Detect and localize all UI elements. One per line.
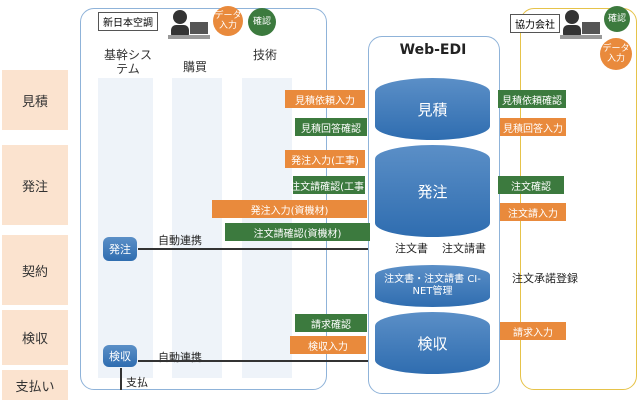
- contract-doc-order: 注文書: [395, 242, 428, 255]
- confirm-badge: 確認: [248, 8, 276, 36]
- payment-label: 支払: [126, 376, 148, 389]
- data-input-badge: データ入力: [213, 6, 243, 36]
- db-estimate: 見積: [375, 78, 490, 140]
- partner-panel: [520, 8, 637, 390]
- partner-staff-icon: [560, 8, 602, 46]
- web-edi-title: Web-EDI: [399, 42, 467, 58]
- phase-inspection: 検収: [2, 310, 68, 365]
- arrow-inspection-input: 検収入力: [290, 336, 366, 354]
- arrow-estimate-request-check: 見積依頼確認: [498, 90, 566, 108]
- auto-link-label-2: 自動連携: [158, 351, 202, 364]
- arrow-invoice-input: 請求入力: [500, 322, 566, 340]
- lane-core: [98, 78, 153, 378]
- arrow-order-accept-input: 注文請入力: [500, 203, 566, 221]
- phase-order: 発注: [2, 145, 68, 225]
- db-contract: 注文書・注文請書 CI-NET管理: [375, 265, 490, 307]
- arrow-estimate-request: 見積依頼入力: [285, 90, 365, 108]
- core-inspection-box: 検収: [103, 345, 137, 367]
- partner-confirm-badge: 確認: [604, 6, 630, 32]
- arrow-estimate-reply-check: 見積回答確認: [295, 118, 367, 136]
- db-order: 発注: [375, 145, 490, 237]
- col-purchase: 購買: [182, 60, 207, 74]
- web-edi-panel: [368, 36, 500, 394]
- arrow-order-input-work: 発注入力(工事): [285, 150, 365, 168]
- lane-purchase: [172, 78, 222, 378]
- company-panel: [80, 8, 327, 390]
- partner-name: 協力会社: [510, 14, 560, 33]
- auto-link-line-2: [138, 360, 368, 362]
- arrow-order-accept-check-material: 注文請確認(資機材): [225, 223, 370, 241]
- payment-line: [120, 368, 122, 390]
- phase-contract: 契約: [2, 235, 68, 305]
- arrow-order-accept-check-work: 注文請確認(工事): [290, 176, 368, 194]
- db-inspection: 検収: [375, 312, 490, 374]
- contract-register-label: 注文承諾登録: [512, 272, 578, 285]
- arrow-estimate-reply-input: 見積回答入力: [500, 118, 566, 136]
- arrow-invoice-check: 請求確認: [295, 314, 367, 332]
- arrow-order-input-material: 発注入力(資機材): [212, 200, 367, 218]
- contract-doc-accept: 注文請書: [442, 242, 486, 255]
- col-core: 基幹システム: [103, 48, 152, 76]
- col-tech: 技術: [252, 48, 277, 62]
- core-order-box: 発注: [103, 237, 137, 261]
- auto-link-line-1: [138, 248, 368, 250]
- phase-estimate: 見積: [2, 70, 68, 130]
- company-name: 新日本空調: [98, 12, 158, 31]
- partner-data-input-badge: データ入力: [600, 38, 632, 70]
- staff-icon: [168, 8, 210, 46]
- arrow-order-check: 注文確認: [498, 176, 564, 194]
- auto-link-label-1: 自動連携: [158, 234, 202, 247]
- phase-column: 見積 発注 契約 検収 支払い: [0, 60, 70, 400]
- phase-payment: 支払い: [2, 370, 68, 400]
